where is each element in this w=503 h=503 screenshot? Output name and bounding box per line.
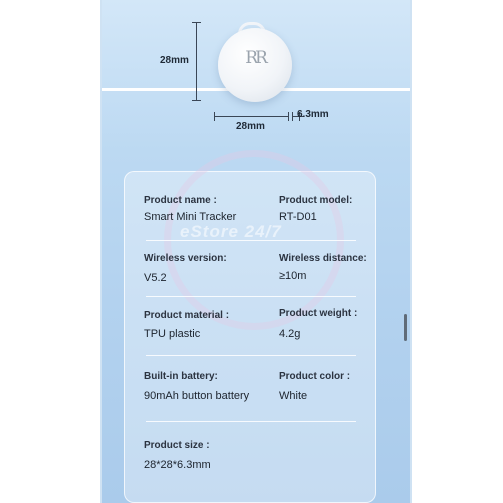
panel-edge-left [100,0,102,503]
thickness-dimension-line [292,116,304,117]
tracker-body [218,28,292,102]
spec-value-product-size: 28*28*6.3mm [144,459,211,471]
spec-row-divider [146,355,356,356]
spec-label-product-weight: Product weight : [279,308,358,319]
width-dimension-line [214,116,288,117]
spec-row-divider [146,296,356,297]
width-dimension-label: 28mm [236,121,265,132]
product-spec-panel: RR 28mm 28mm 6.3mm eStore 24/7 Product n… [100,0,412,503]
spec-value-product-color: White [279,390,308,402]
height-dimension-label: 28mm [160,55,189,66]
tracker-device-image: RR [218,22,292,102]
width-dimension-cap-right [288,112,289,121]
thickness-dimension-label: 6.3mm [297,109,329,120]
spec-value-wireless-distance: ≥10m [279,270,307,282]
spec-value-built-in-battery: 90mAh button battery [144,390,250,402]
spec-row-divider [146,421,356,422]
spec-label-wireless-version: Wireless version: [144,253,227,264]
spec-label-product-model: Product model: [279,195,353,206]
spec-label-built-in-battery: Built-in battery: [144,371,218,382]
spec-label-product-material: Product material : [144,310,230,321]
thickness-dimension-cap-left [292,112,293,121]
height-dimension-line [196,22,197,100]
spec-label-product-size: Product size : [144,440,210,451]
width-dimension-cap-left [214,112,215,121]
spec-label-wireless-distance: Wireless distance: [279,253,367,264]
watermark-text: eStore 24/7 [180,222,282,241]
height-dimension-cap-top [192,22,201,23]
brand-logo: RR [245,48,268,68]
spec-row-divider [146,240,356,241]
spec-value-product-weight: 4.2g [279,328,301,340]
spec-label-product-color: Product color : [279,371,351,382]
thickness-dimension-cap-right [299,112,300,121]
panel-edge-right [410,0,412,503]
spec-value-product-name: Smart Mini Tracker [144,211,237,223]
height-dimension-cap-bottom [192,100,201,101]
spec-label-product-name: Product name : [144,195,217,206]
spec-value-product-material: TPU plastic [144,328,201,340]
spec-value-product-model: RT-D01 [279,211,317,223]
scrollbar-thumb[interactable] [404,314,407,341]
spec-value-wireless-version: V5.2 [144,272,167,284]
